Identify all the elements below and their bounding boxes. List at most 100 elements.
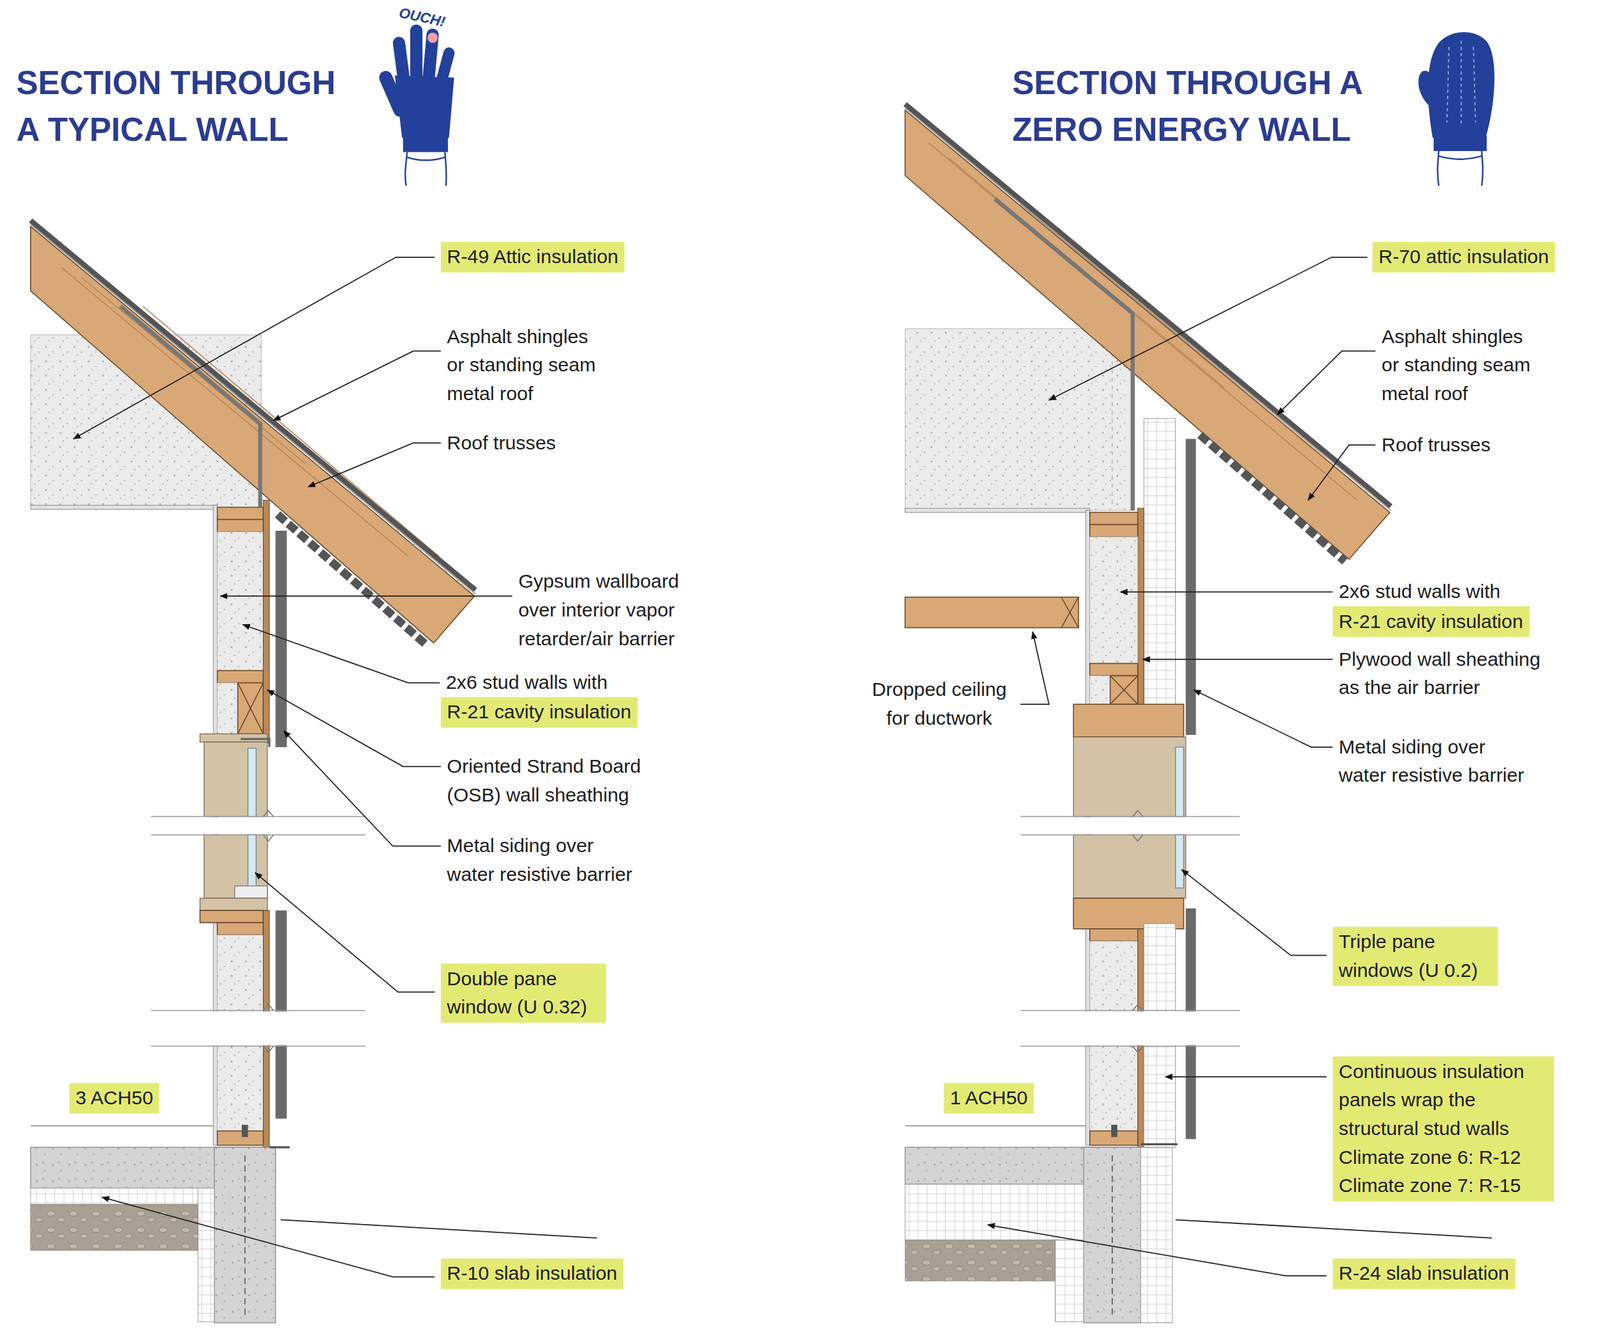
highlight-callout: Continuous insulation panels wrap the st…: [1332, 1056, 1554, 1201]
continuous-insulation: [1143, 418, 1176, 735]
callout-label: Asphalt shingles or standing seam metal …: [446, 322, 602, 409]
base-flashing: [1141, 1143, 1178, 1145]
header-insulation: [217, 682, 239, 735]
callout-label: Gypsum wallboard over interior vapor ret…: [518, 567, 703, 653]
leader-line: [1020, 631, 1049, 704]
callout-label: 2x6 stud walls with: [1338, 577, 1501, 607]
header: [1110, 675, 1138, 704]
leader-line: [987, 1224, 1327, 1276]
header: [237, 682, 264, 735]
top-plate: [217, 506, 264, 520]
mitten-sleeve: [1437, 151, 1483, 186]
roof-shingles: [904, 104, 1391, 507]
header-cross: [237, 682, 264, 735]
airtightness-label: 1 ACH50: [944, 1082, 1034, 1114]
window-buck: [1073, 704, 1184, 737]
vent-baffle: [120, 305, 260, 507]
leader-line: [1120, 591, 1334, 593]
window-sill-cap: [234, 885, 268, 898]
foundation-insulation: [1141, 1146, 1173, 1323]
break-mark: [263, 810, 274, 1053]
break-gap: [1009, 817, 1256, 834]
base-flashing: [269, 1145, 290, 1148]
window-glass: [1175, 834, 1184, 888]
highlight-callout: Triple pane windows (U 0.2): [1332, 926, 1498, 986]
section-title: SECTION THROUGH A TYPICAL WALL: [16, 58, 345, 153]
callout-label: Dropped ceiling for ductwork: [865, 675, 1014, 733]
highlight-callout: R-24 slab insulation: [1332, 1258, 1515, 1289]
header-cross: [1110, 675, 1138, 704]
leader-line: [308, 442, 441, 488]
osb-sheathing: [263, 499, 270, 743]
window-sill: [200, 897, 268, 911]
window-frame: [1073, 736, 1186, 816]
soffit-vent: [1200, 434, 1345, 562]
glove-palm: [394, 75, 454, 138]
header-plate: [1089, 663, 1138, 676]
sill-plate: [200, 910, 264, 923]
window-glass: [247, 748, 256, 817]
leader-line: [220, 595, 512, 597]
header-insulation: [1089, 675, 1111, 704]
anchor-bolt: [241, 1124, 249, 1137]
window-flashing: [240, 738, 270, 747]
highlight-callout: R-70 attic insulation: [1372, 241, 1555, 273]
leader-line: [255, 872, 436, 992]
gravel-fill: [904, 1239, 1055, 1281]
leader-line: [1193, 689, 1333, 747]
callout-label: Roof trusses: [1381, 430, 1491, 460]
window-glass: [1175, 746, 1184, 816]
top-plate: [1089, 512, 1138, 525]
break-gap: [142, 817, 378, 834]
slab-insulation: [904, 1183, 1084, 1240]
rebar: [1111, 1155, 1113, 1319]
grade-line: [1175, 1219, 1492, 1238]
callout-label: Oriented Strand Board (OSB) wall sheathi…: [446, 752, 651, 809]
vent-baffle: [995, 199, 1133, 511]
ceiling-gypsum: [30, 504, 218, 509]
wood-grain: [928, 142, 1358, 500]
leader-line: [101, 1196, 435, 1277]
highlight-callout: R-49 Attic insulation: [440, 241, 625, 273]
leader-line: [1165, 1075, 1327, 1078]
callout-label: Metal siding over water resistive barrie…: [1338, 732, 1531, 790]
top-plate: [1089, 524, 1138, 537]
soffit-vent: [277, 514, 427, 646]
anchor-bolt: [1111, 1124, 1118, 1137]
window-frame: [204, 834, 268, 898]
break-mark: [1132, 810, 1144, 1053]
sill-plate: [217, 922, 264, 935]
mitten: [1427, 32, 1495, 138]
sore-fingertip: [427, 32, 438, 43]
highlight-callout: R-21 cavity insulation: [440, 696, 638, 728]
glove-sleeve: [405, 152, 447, 187]
bottom-plate: [217, 1130, 264, 1145]
attic-insulation: [904, 328, 1135, 511]
insulation-depth-line: [1111, 336, 1113, 505]
highlight-callout: R-21 cavity insulation: [1332, 606, 1529, 637]
callout-label: Asphalt shingles or standing seam metal …: [1381, 322, 1537, 409]
leader-line: [1308, 444, 1376, 500]
callout-label: Plywood wall sheathing as the air barrie…: [1338, 645, 1554, 703]
break-gap: [1009, 1011, 1256, 1046]
callout-label: Roof trusses: [446, 428, 556, 458]
section-title: SECTION THROUGH A ZERO ENERGY WALL: [1012, 58, 1391, 153]
slab-insulation: [30, 1187, 215, 1205]
break-line: [1020, 816, 1240, 1047]
break-gap: [142, 1011, 378, 1046]
leader-line: [1181, 869, 1327, 955]
top-plate: [217, 519, 264, 532]
floor-line: [904, 1125, 1086, 1127]
highlight-callout: Double pane window (U 0.32): [440, 963, 607, 1023]
mitten-cuff: [1433, 135, 1487, 152]
break-line: [151, 816, 366, 1047]
mitten-thumb: [1418, 70, 1440, 111]
leader-line: [1143, 658, 1334, 660]
leader-line: [273, 350, 441, 420]
leader-line: [1277, 350, 1376, 415]
window-frame: [204, 741, 268, 816]
leader-line: [1048, 257, 1368, 400]
leader-line: [73, 257, 435, 440]
cavity-insulation: [1089, 536, 1138, 664]
